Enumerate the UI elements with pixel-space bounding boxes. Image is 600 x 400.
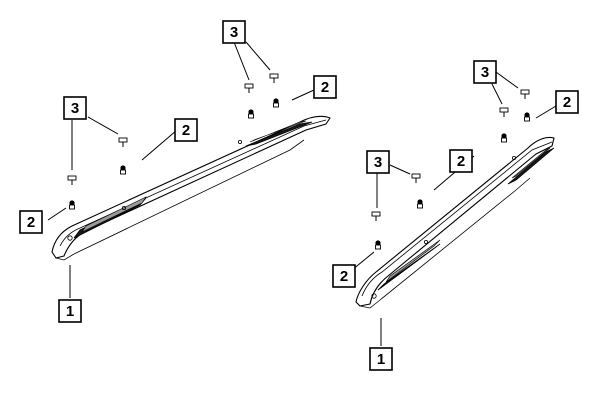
callout-left-3b: 3 xyxy=(222,20,246,44)
fasteners-right xyxy=(371,89,530,250)
callout-left-2c: 2 xyxy=(313,75,337,99)
callout-left-1: 1 xyxy=(58,299,82,323)
clip-icon xyxy=(69,200,75,210)
clip-icon xyxy=(417,199,423,209)
clip-icon xyxy=(120,165,126,175)
clip-icon xyxy=(375,240,381,250)
screw-icon xyxy=(371,211,381,221)
screw-icon xyxy=(411,173,421,183)
callout-right-3a: 3 xyxy=(366,150,390,174)
svg-text:2: 2 xyxy=(321,79,329,96)
svg-text:2: 2 xyxy=(340,268,348,285)
roof-rail-left xyxy=(51,115,331,261)
callout-right-2b: 2 xyxy=(449,149,473,173)
leader-lines-left xyxy=(47,41,315,298)
svg-text:1: 1 xyxy=(66,303,74,320)
svg-text:3: 3 xyxy=(230,24,238,41)
svg-text:3: 3 xyxy=(481,64,489,81)
callout-left-2a: 2 xyxy=(19,210,43,234)
screw-icon xyxy=(67,175,77,185)
screw-icon xyxy=(499,107,509,117)
svg-text:1: 1 xyxy=(377,351,385,368)
clip-icon xyxy=(248,109,254,119)
svg-text:3: 3 xyxy=(71,100,79,117)
clip-icon xyxy=(273,98,279,108)
callout-left-3a: 3 xyxy=(63,96,87,120)
callout-right-2a: 2 xyxy=(332,264,356,288)
screw-icon xyxy=(520,89,530,99)
callout-left-2b: 2 xyxy=(174,118,198,142)
callout-right-2c: 2 xyxy=(555,90,579,114)
svg-text:2: 2 xyxy=(457,153,465,170)
svg-text:2: 2 xyxy=(27,214,35,231)
callout-right-1: 1 xyxy=(369,347,393,371)
fasteners-left xyxy=(67,73,279,210)
svg-text:2: 2 xyxy=(182,122,190,139)
clip-icon xyxy=(501,133,507,143)
clip-icon xyxy=(524,112,530,122)
screw-icon xyxy=(118,137,128,147)
screw-icon xyxy=(244,83,254,93)
callout-right-3b: 3 xyxy=(473,60,497,84)
roof-rail-right xyxy=(355,136,555,309)
screw-icon xyxy=(269,73,279,83)
svg-text:2: 2 xyxy=(563,94,571,111)
svg-text:3: 3 xyxy=(374,154,382,171)
